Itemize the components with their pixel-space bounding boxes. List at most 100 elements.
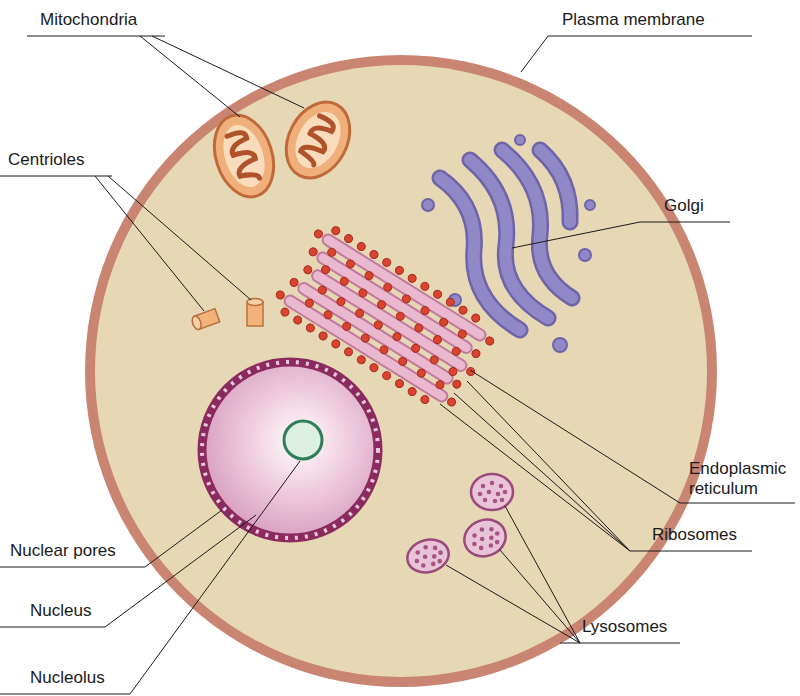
ribosome [407,386,418,397]
ribosome [323,309,334,320]
leader-line [512,222,730,248]
ribosome [275,289,286,300]
part-label: Lysosomes [582,617,667,637]
mitochondrion [274,91,363,189]
ribosome [429,354,440,365]
lysosome [489,536,494,541]
ribosome [395,311,406,322]
ribosome [339,276,350,287]
ribosome [292,315,303,326]
leader-line [0,515,256,627]
lysosome [433,546,438,551]
nucleus [202,362,378,538]
golgi-apparatus [502,150,572,298]
ribosome [330,225,341,236]
ribosome [345,258,356,269]
lysosome [487,490,492,495]
ribosome [279,307,290,318]
ribosome [445,297,456,308]
ribosome [343,346,354,357]
lysosome [493,499,498,504]
ribosome [382,282,393,293]
plasma-membrane [85,55,717,687]
lysosome [472,533,477,538]
nuclear-pore [202,362,378,538]
ribosome [484,335,495,346]
ribosome [357,287,368,298]
ribosome [446,397,457,408]
golgi-apparatus [579,249,591,261]
part-label: Centrioles [8,150,85,170]
ribosome [410,343,421,354]
ribosome [413,322,424,333]
lysosome [415,481,508,568]
lysosome [423,554,428,559]
lysosome [415,559,420,564]
mitochondrion [204,107,283,204]
leader-line [521,36,752,72]
leader-line [446,506,680,643]
ribosome [416,368,427,379]
centriole [191,309,220,331]
ribosome [376,299,387,310]
ribosome [313,228,324,239]
ribosome [378,344,389,355]
ribosome [470,313,481,324]
lysosome [459,514,511,562]
lysosome [478,492,483,497]
ribosome [434,379,445,390]
part-label: Endoplasmic reticulum [689,459,797,499]
ribosome [305,322,316,333]
lysosome [496,492,501,497]
ribosome [326,247,337,258]
lysosome [404,535,453,577]
ribosome [320,264,331,275]
part-label: Ribosomes [652,525,737,545]
ribosome [318,330,329,341]
mitochondrion [286,104,349,176]
ribosome [401,293,412,304]
leader-line [0,176,251,311]
lysosome [483,498,488,503]
mitochondrion [274,91,363,189]
ribosome [432,334,443,345]
ribosome [420,305,431,316]
lysosome [480,537,485,542]
lysosome [499,484,504,489]
golgi-apparatus [540,150,570,222]
centriole [247,299,263,327]
lysosome [421,563,426,568]
lysosome [489,543,494,548]
leader-line [0,510,222,567]
ribosome [330,338,341,349]
ribosome [419,394,430,405]
lysosome [404,474,513,577]
leader-line [27,36,304,117]
ribosome [373,319,384,330]
golgi-apparatus [553,338,567,352]
ribosome [447,366,458,377]
ribosome [335,296,346,307]
part-label: Golgi [664,196,704,216]
mitochondrion [216,120,272,193]
ribosome [304,298,315,309]
cytoplasm [95,65,707,677]
ribosome [407,273,418,284]
ribosome [302,264,313,275]
ribosome [391,331,402,342]
leader-line [0,461,300,694]
nucleolus [284,421,322,459]
membrane-ring [85,55,717,687]
part-label: Nucleolus [30,668,105,688]
lysosome [479,546,484,551]
ribosome [381,257,392,268]
part-label: Plasma membrane [562,10,705,30]
golgi-apparatus [515,135,525,145]
mitochondrion [204,107,283,204]
mitochondrion [227,130,262,184]
lysosome [415,550,420,555]
ribosome [432,289,443,300]
ribosome [470,348,481,359]
